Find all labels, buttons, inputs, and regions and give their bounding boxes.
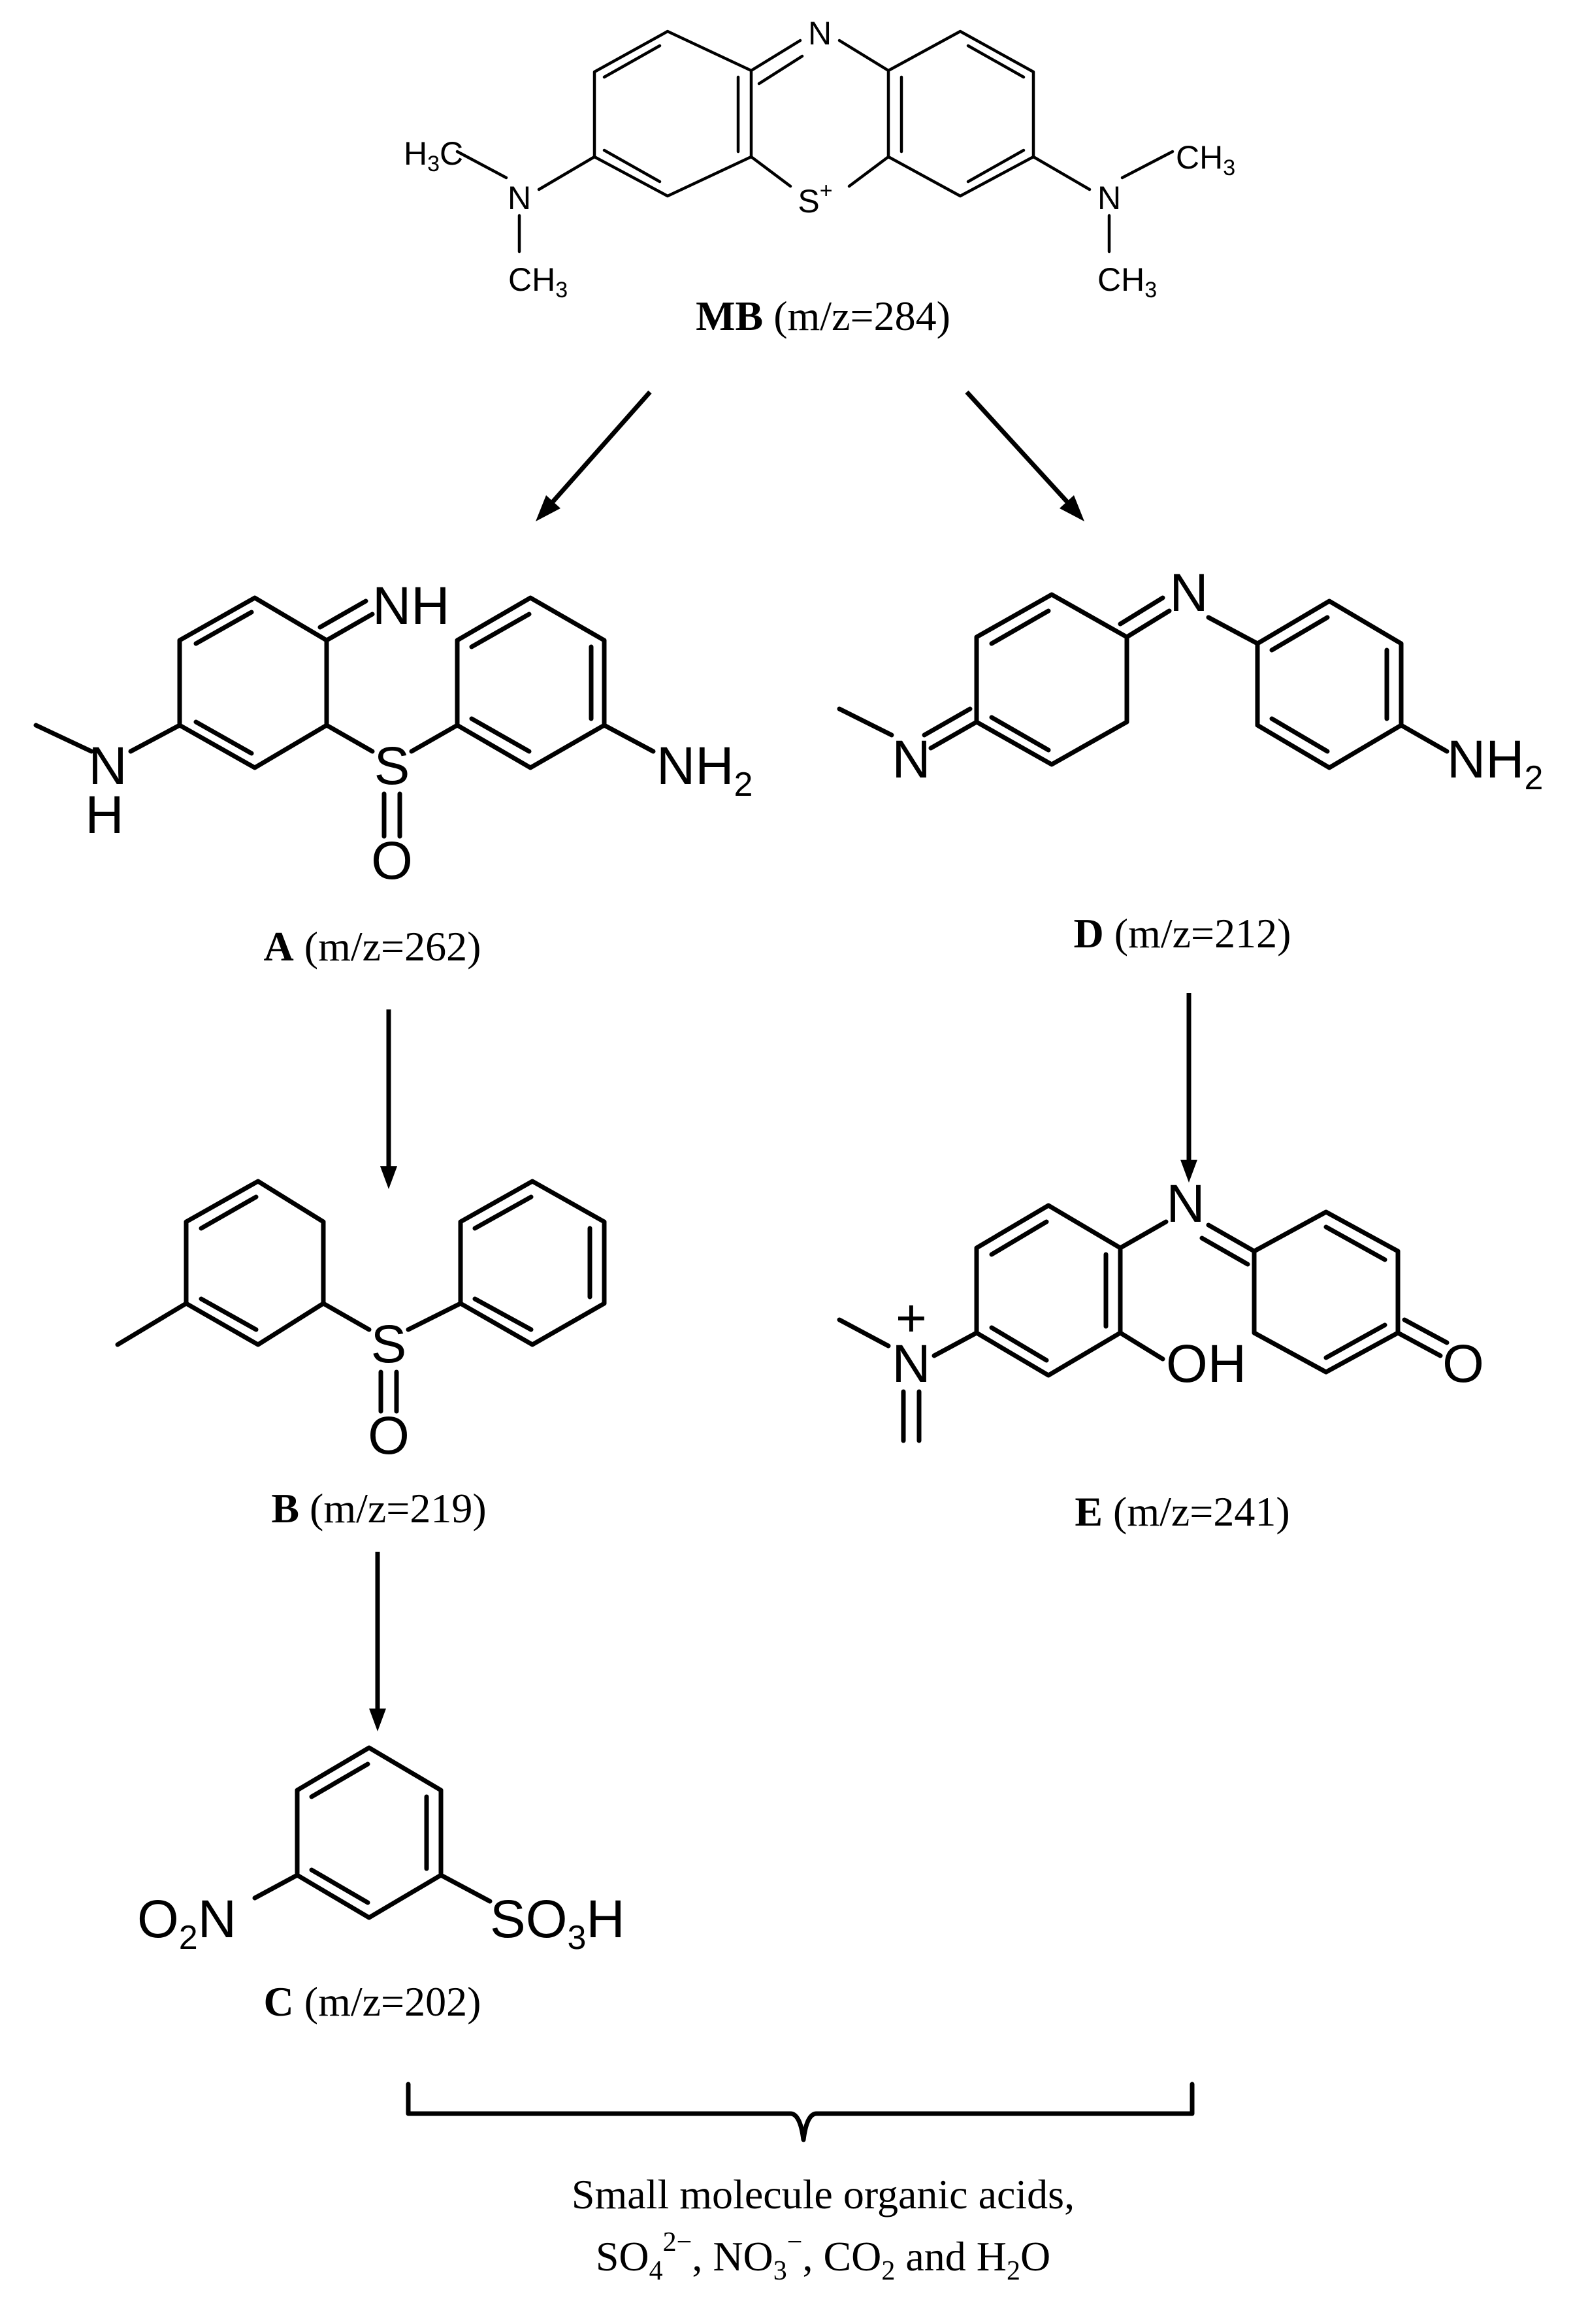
h3c-label: H3C — [404, 135, 463, 176]
atom-o: O — [1442, 1334, 1484, 1394]
atom-n: N — [892, 730, 930, 789]
label-a: A (m/z=262) — [264, 923, 481, 970]
atom-n: N — [1169, 563, 1208, 623]
atom-o: O — [368, 1406, 410, 1465]
atom-n: N — [808, 15, 832, 52]
atom-n-left: N — [508, 180, 531, 216]
label-c: C (m/z=202) — [264, 1978, 481, 2025]
ch3-label: CH3 — [1097, 261, 1157, 303]
label-b: B (m/z=219) — [271, 1485, 486, 1531]
charge-plus: + — [896, 1288, 927, 1348]
molecule-mb: N S+ N H3C CH3 N CH3 CH3 — [404, 15, 1235, 303]
molecule-c: O2N SO3H — [137, 1745, 625, 1957]
atom-s: S — [374, 736, 410, 796]
atom-o2n: O2N — [137, 1890, 236, 1957]
molecule-a: NH N H S O NH2 — [33, 576, 753, 891]
molecule-e: N OH O N + — [837, 1174, 1484, 1443]
atom-n: N — [1166, 1174, 1205, 1234]
arrow-mb-to-d — [965, 390, 1084, 521]
atom-n-plus: N — [892, 1334, 930, 1394]
ch3-label: CH3 — [1176, 139, 1235, 180]
arrow-d-to-e — [1180, 993, 1197, 1183]
atom-s: S — [371, 1315, 407, 1374]
label-e: E (m/z=241) — [1075, 1488, 1289, 1535]
arrow-b-to-c — [369, 1552, 386, 1731]
atom-h: H — [85, 785, 123, 845]
atom-n-right: N — [1097, 180, 1121, 216]
arrow-a-to-b — [380, 1009, 397, 1189]
label-mb: MB (m/z=284) — [696, 293, 950, 339]
atom-o: O — [371, 831, 413, 891]
products-line-2: SO42−, NO3−, CO2 and H2O — [596, 2227, 1050, 2286]
molecule-b: S O — [115, 1179, 607, 1465]
atom-nh2: NH2 — [1447, 730, 1543, 797]
products-line-1: Small molecule organic acids, — [572, 2171, 1075, 2218]
atom-nh: NH — [372, 576, 449, 636]
atom-so3h: SO3H — [490, 1890, 625, 1957]
label-d: D (m/z=212) — [1074, 910, 1291, 957]
atom-nh2: NH2 — [656, 736, 753, 804]
molecule-d: N N NH2 — [837, 563, 1543, 797]
atom-n: N — [88, 736, 127, 796]
bracket — [406, 2082, 1195, 2142]
arrow-mb-to-a — [536, 390, 652, 521]
atom-s-plus: S+ — [798, 178, 832, 220]
ch3-label: CH3 — [508, 261, 568, 303]
atom-oh: OH — [1166, 1334, 1246, 1394]
